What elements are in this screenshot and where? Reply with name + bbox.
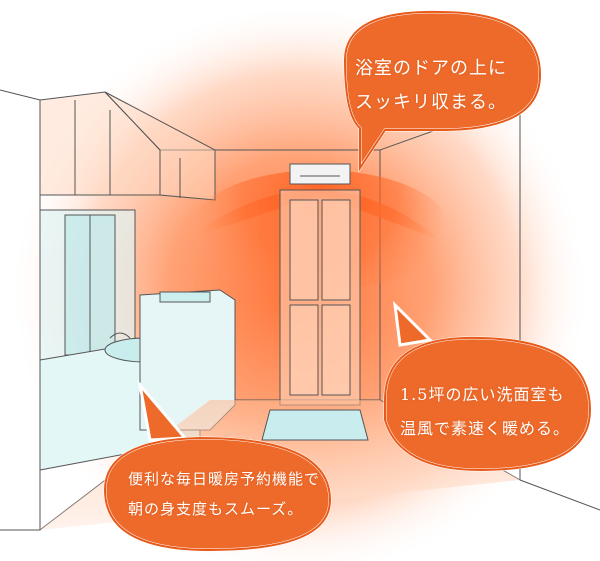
callout-bottom-bubble xyxy=(103,379,332,552)
callout-right-line-2: 温風で素速く暖める。 xyxy=(400,419,571,438)
callout-bottom-line-1: 便利な毎日暖房予約機能で xyxy=(128,470,321,488)
upper-cabinet xyxy=(39,91,216,201)
callout-bottom-line-2: 朝の身支度もスムーズ。 xyxy=(128,500,304,518)
callout-top-text: 浴室のドアの上に スッキリ収まる。 xyxy=(355,52,507,120)
callout-outlines xyxy=(103,10,592,552)
callout-top-line-1: 浴室のドアの上に xyxy=(355,58,507,79)
callout-right-text: 1.5坪の広い洗面室も 温風で素速く暖める。 xyxy=(400,378,570,446)
callout-bottom-text: 便利な毎日暖房予約機能で 朝の身支度もスムーズ。 xyxy=(128,464,320,524)
callout-top-line-2: スッキリ収まる。 xyxy=(355,92,507,113)
bathroom-door xyxy=(279,189,361,406)
heater-unit xyxy=(289,163,351,185)
bath-mat xyxy=(261,409,369,441)
callout-right-line-1: 1.5坪の広い洗面室も xyxy=(400,385,565,404)
mirror-cabinet xyxy=(39,209,136,361)
